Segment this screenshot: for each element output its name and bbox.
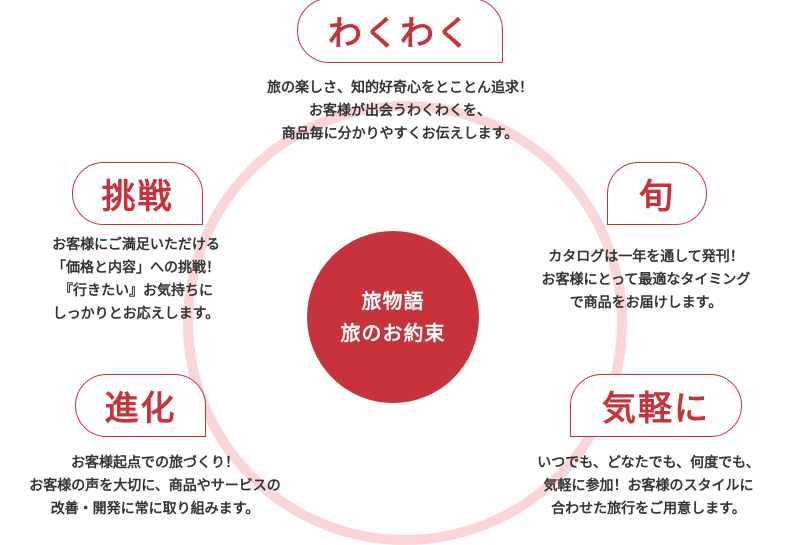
desc-line: お客様にご満足いただける [52, 237, 220, 253]
center-title: 旅物語 [361, 289, 425, 313]
desc-line: カタログは一年を通して発刊！ [548, 249, 744, 265]
desc-casual: いつでも、どなたでも、何度でも、 気軽に参加！お客様のスタイルに 合わせた旅行を… [510, 452, 787, 521]
desc-season: カタログは一年を通して発刊！ お客様にとって最適なタイミング で商品をお届けしま… [505, 246, 787, 315]
label-challenge: 挑戦 [72, 162, 203, 225]
desc-line: お客様の声を大切に、商品やサービスの [29, 478, 281, 494]
label-season: 旬 [607, 162, 707, 225]
desc-line: お客様にとって最適なタイミング [541, 272, 751, 288]
desc-line: 合わせた旅行をご用意します。 [551, 501, 746, 517]
desc-line: しっかりとお応えします。 [52, 306, 220, 322]
label-evolution: 進化 [75, 374, 206, 437]
desc-challenge: お客様にご満足いただける 「価格と内容」への挑戦！ 『行きたい』お気持ちに しっ… [0, 234, 272, 326]
desc-line: 『行きたい』お気持ちに [59, 283, 213, 299]
label-wakuwaku: わくわく [297, 0, 503, 63]
desc-line: お客様起点での旅づくり！ [71, 455, 239, 471]
desc-line: 旅の楽しさ、知的好奇心をとことん追求！ [267, 80, 533, 96]
desc-wakuwaku: 旅の楽しさ、知的好奇心をとことん追求！ お客様が出会うわくわくを、 商品毎に分か… [200, 77, 600, 146]
desc-evolution: お客様起点での旅づくり！ お客様の声を大切に、商品やサービスの 改善・開発に常に… [0, 452, 320, 521]
center-circle: 旅物語 旅のお約束 [307, 231, 479, 403]
desc-line: で商品をお届けします。 [569, 295, 723, 311]
desc-line: お客様が出会うわくわくを、 [309, 103, 491, 119]
desc-line: 気軽に参加！お客様のスタイルに [543, 478, 754, 494]
desc-line: いつでも、どなたでも、何度でも、 [537, 455, 760, 471]
desc-line: 改善・開発に常に取り組みます。 [50, 501, 260, 517]
desc-line: 「価格と内容」への挑戦！ [52, 260, 220, 276]
label-casual: 気軽に [570, 374, 742, 437]
center-subtitle: 旅のお約束 [340, 321, 446, 345]
desc-line: 商品毎に分かりやすくお伝えします。 [281, 126, 519, 142]
